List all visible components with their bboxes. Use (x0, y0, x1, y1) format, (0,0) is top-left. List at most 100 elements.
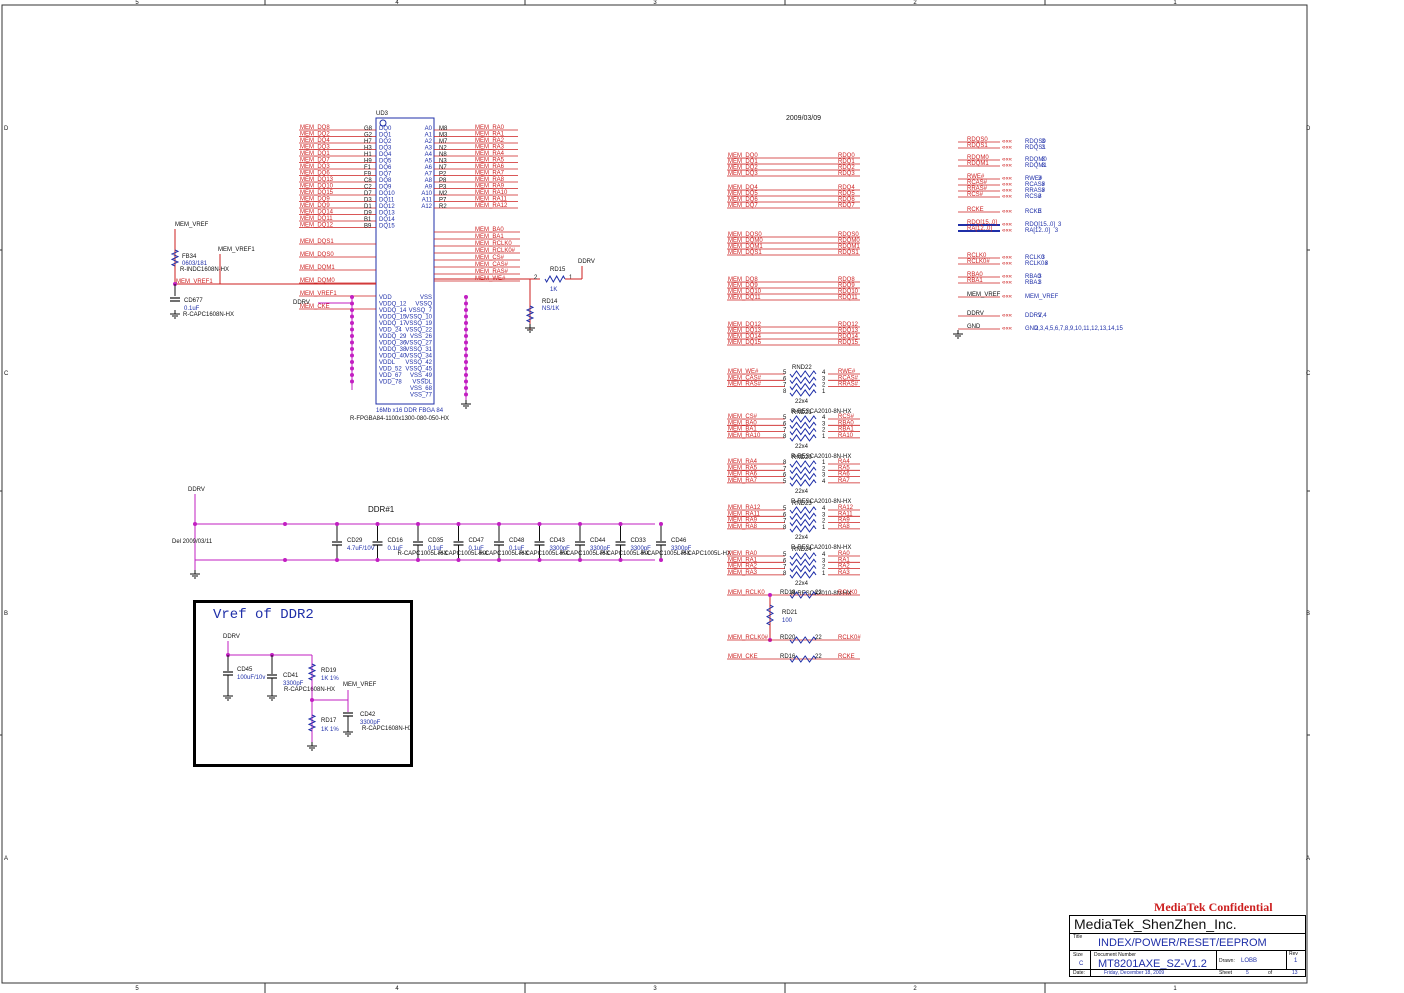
ic-gnd-pin: VSS_68 (410, 386, 433, 392)
ic-left-net: MEM_DQ14 (300, 210, 334, 216)
offpage-left-net: RCAS# (967, 180, 988, 186)
offpage-arrow-icon: ««« (1002, 188, 1013, 194)
ic-left-ball: H9 (364, 159, 372, 165)
ic-left-pin: DQ7 (379, 172, 392, 178)
rn-right-pin: 2 (822, 519, 826, 525)
ic-right-net: MEM_RA2 (475, 138, 505, 144)
ic-desc: 16Mb x16 DDR FBGA 84 (376, 408, 444, 414)
ic-left-net: MEM_DQ3 (300, 145, 330, 151)
sheet-title: INDEX/POWER/RESET/EEPROM (1098, 937, 1267, 949)
rn-right-pin: 1 (822, 434, 826, 440)
resistor-body (789, 460, 817, 468)
ic-gnd-pin: VSSQ_10 (405, 315, 432, 321)
border-number-top: 1 (1173, 0, 1177, 6)
rn-left-pin: 6 (783, 512, 787, 518)
ic-right-net: MEM_RA12 (475, 203, 508, 209)
decap-dot (375, 558, 380, 562)
ic-left-pin: DQ12 (379, 204, 395, 210)
decap-val: 0.1uF (388, 546, 404, 552)
rd16-val: 22 (815, 654, 822, 660)
rd16-right-net: RCKE (838, 654, 855, 660)
ic-power-pin: VDD_67 (379, 373, 402, 379)
rd14-ref: RD14 (542, 299, 558, 305)
ic-gnd-pin: VSSQ_45 (405, 367, 432, 373)
ic-ddrv-label: DDRV (293, 300, 310, 306)
rn-left-net: MEM_BA1 (728, 427, 757, 433)
decap-val: 3300pF (550, 546, 571, 552)
rn-footprint: R-RESCA2010-8N-HX (791, 591, 851, 597)
ic-left-ball: F9 (364, 172, 372, 178)
offpage-left-net: MEM_VREF (967, 292, 1001, 298)
title-block: MediaTek_ShenZhen_Inc. Title INDEX/POWER… (1069, 915, 1306, 977)
ic-power-pin: VDDQ_36 (379, 341, 407, 347)
decap-dot (416, 522, 420, 526)
ic-right-ball: N7 (439, 165, 447, 171)
title-label: Title (1073, 934, 1083, 940)
rn-right-pin: 3 (822, 558, 826, 564)
dq-left-net: MEM_DQ5 (728, 191, 758, 197)
ic-right-ball: M8 (439, 126, 448, 132)
fb-fp: R-INDC1608N-HX (180, 267, 229, 273)
ic-right-ball: M7 (439, 139, 448, 145)
ic-right-pin: A11 (422, 198, 433, 204)
offpage-left-net: RDQS0 (967, 137, 988, 143)
offpage-page-ref: 2,3,4,5,6,7,8,9,10,11,12,13,14,15 (1035, 326, 1124, 332)
decap-dot (618, 522, 623, 526)
resistor-body (789, 518, 817, 527)
offpage-right-net: RDQM0 (1025, 157, 1047, 163)
ic-gnd-pin: VSSQ_7 (409, 308, 433, 314)
ic-power-pin: VDD (379, 295, 392, 301)
ic-left-net: MEM_DQ11 (300, 216, 333, 222)
offpage-page-ref: 3 (1042, 188, 1046, 194)
resistor-body (789, 552, 817, 560)
docnum-label: Document Number (1094, 952, 1136, 958)
cd42-ref: CD42 (360, 712, 376, 718)
offpage-page-ref: 3 (1042, 255, 1046, 261)
ic-power-pin: VDDQ_38 (379, 347, 407, 353)
ic-left-ball: F1 (364, 165, 372, 171)
fb-ref: FB34 (182, 254, 197, 260)
ic-right-pin: A8 (425, 178, 433, 184)
rd20-right-net: RCLK0# (838, 635, 861, 641)
sheet-total: 13 (1292, 970, 1298, 976)
offpage-left-net: RWE# (967, 174, 985, 180)
decap-val: 3300pF (671, 546, 692, 552)
decap-ddrv: DDRV (188, 487, 205, 493)
rn-right-pin: 4 (822, 552, 826, 558)
rn-left-net: MEM_WE# (728, 369, 759, 375)
ic-power-pin: VDDQ_15 (379, 315, 407, 321)
rn-left-pin: 8 (783, 460, 787, 466)
vb-vref: MEM_VREF (343, 682, 377, 688)
ic-left-pin: DQ10 (379, 191, 395, 197)
rn-left-pin: 7 (783, 466, 787, 472)
rn-right-net: RA8 (838, 524, 850, 530)
decap-dot (578, 522, 582, 526)
ic-right-pin: A7 (425, 172, 433, 178)
offpage-right-net: RCAS# (1025, 182, 1046, 188)
ic-gnd-pin: VSS_49 (410, 373, 433, 379)
rn-left-net: MEM_RA7 (728, 478, 758, 484)
dq-left-net: MEM_DQ2 (728, 165, 758, 171)
ic-left-net: MEM_DQ2 (300, 132, 330, 138)
decap-fp: R-CAPC1005L-HX (641, 551, 691, 557)
border-number-bottom: 5 (135, 986, 139, 992)
ic-ctrl-left-net: MEM_CKE (300, 304, 330, 310)
resistor-body (789, 479, 817, 487)
border-number-bottom: 4 (395, 986, 399, 992)
ic-gnd-pin: VSSDL (412, 380, 432, 386)
resistor-body (789, 382, 817, 391)
offpage-left-net: GND (967, 324, 981, 330)
ic-left-net: MEM_DQ6 (300, 171, 330, 177)
rn-right-net: RA3 (838, 570, 850, 576)
ic-footprint: R-FPGBA84-1100x1300-080-050-HX (350, 416, 449, 422)
dq-right-net: RDQM0 (838, 238, 860, 244)
rn-right-pin: 3 (822, 376, 826, 382)
offpage-page-ref: 3 (1042, 182, 1046, 188)
ic-right-pin: A2 (425, 139, 433, 145)
ic-ctrl-left-net: MEM_DQM0 (300, 278, 335, 284)
border-number-bottom: 3 (653, 986, 657, 992)
decap-dot (283, 558, 287, 562)
rn-left-pin: 5 (783, 370, 787, 376)
decap-dot (497, 558, 501, 562)
rn-right-pin: 1 (822, 525, 826, 531)
